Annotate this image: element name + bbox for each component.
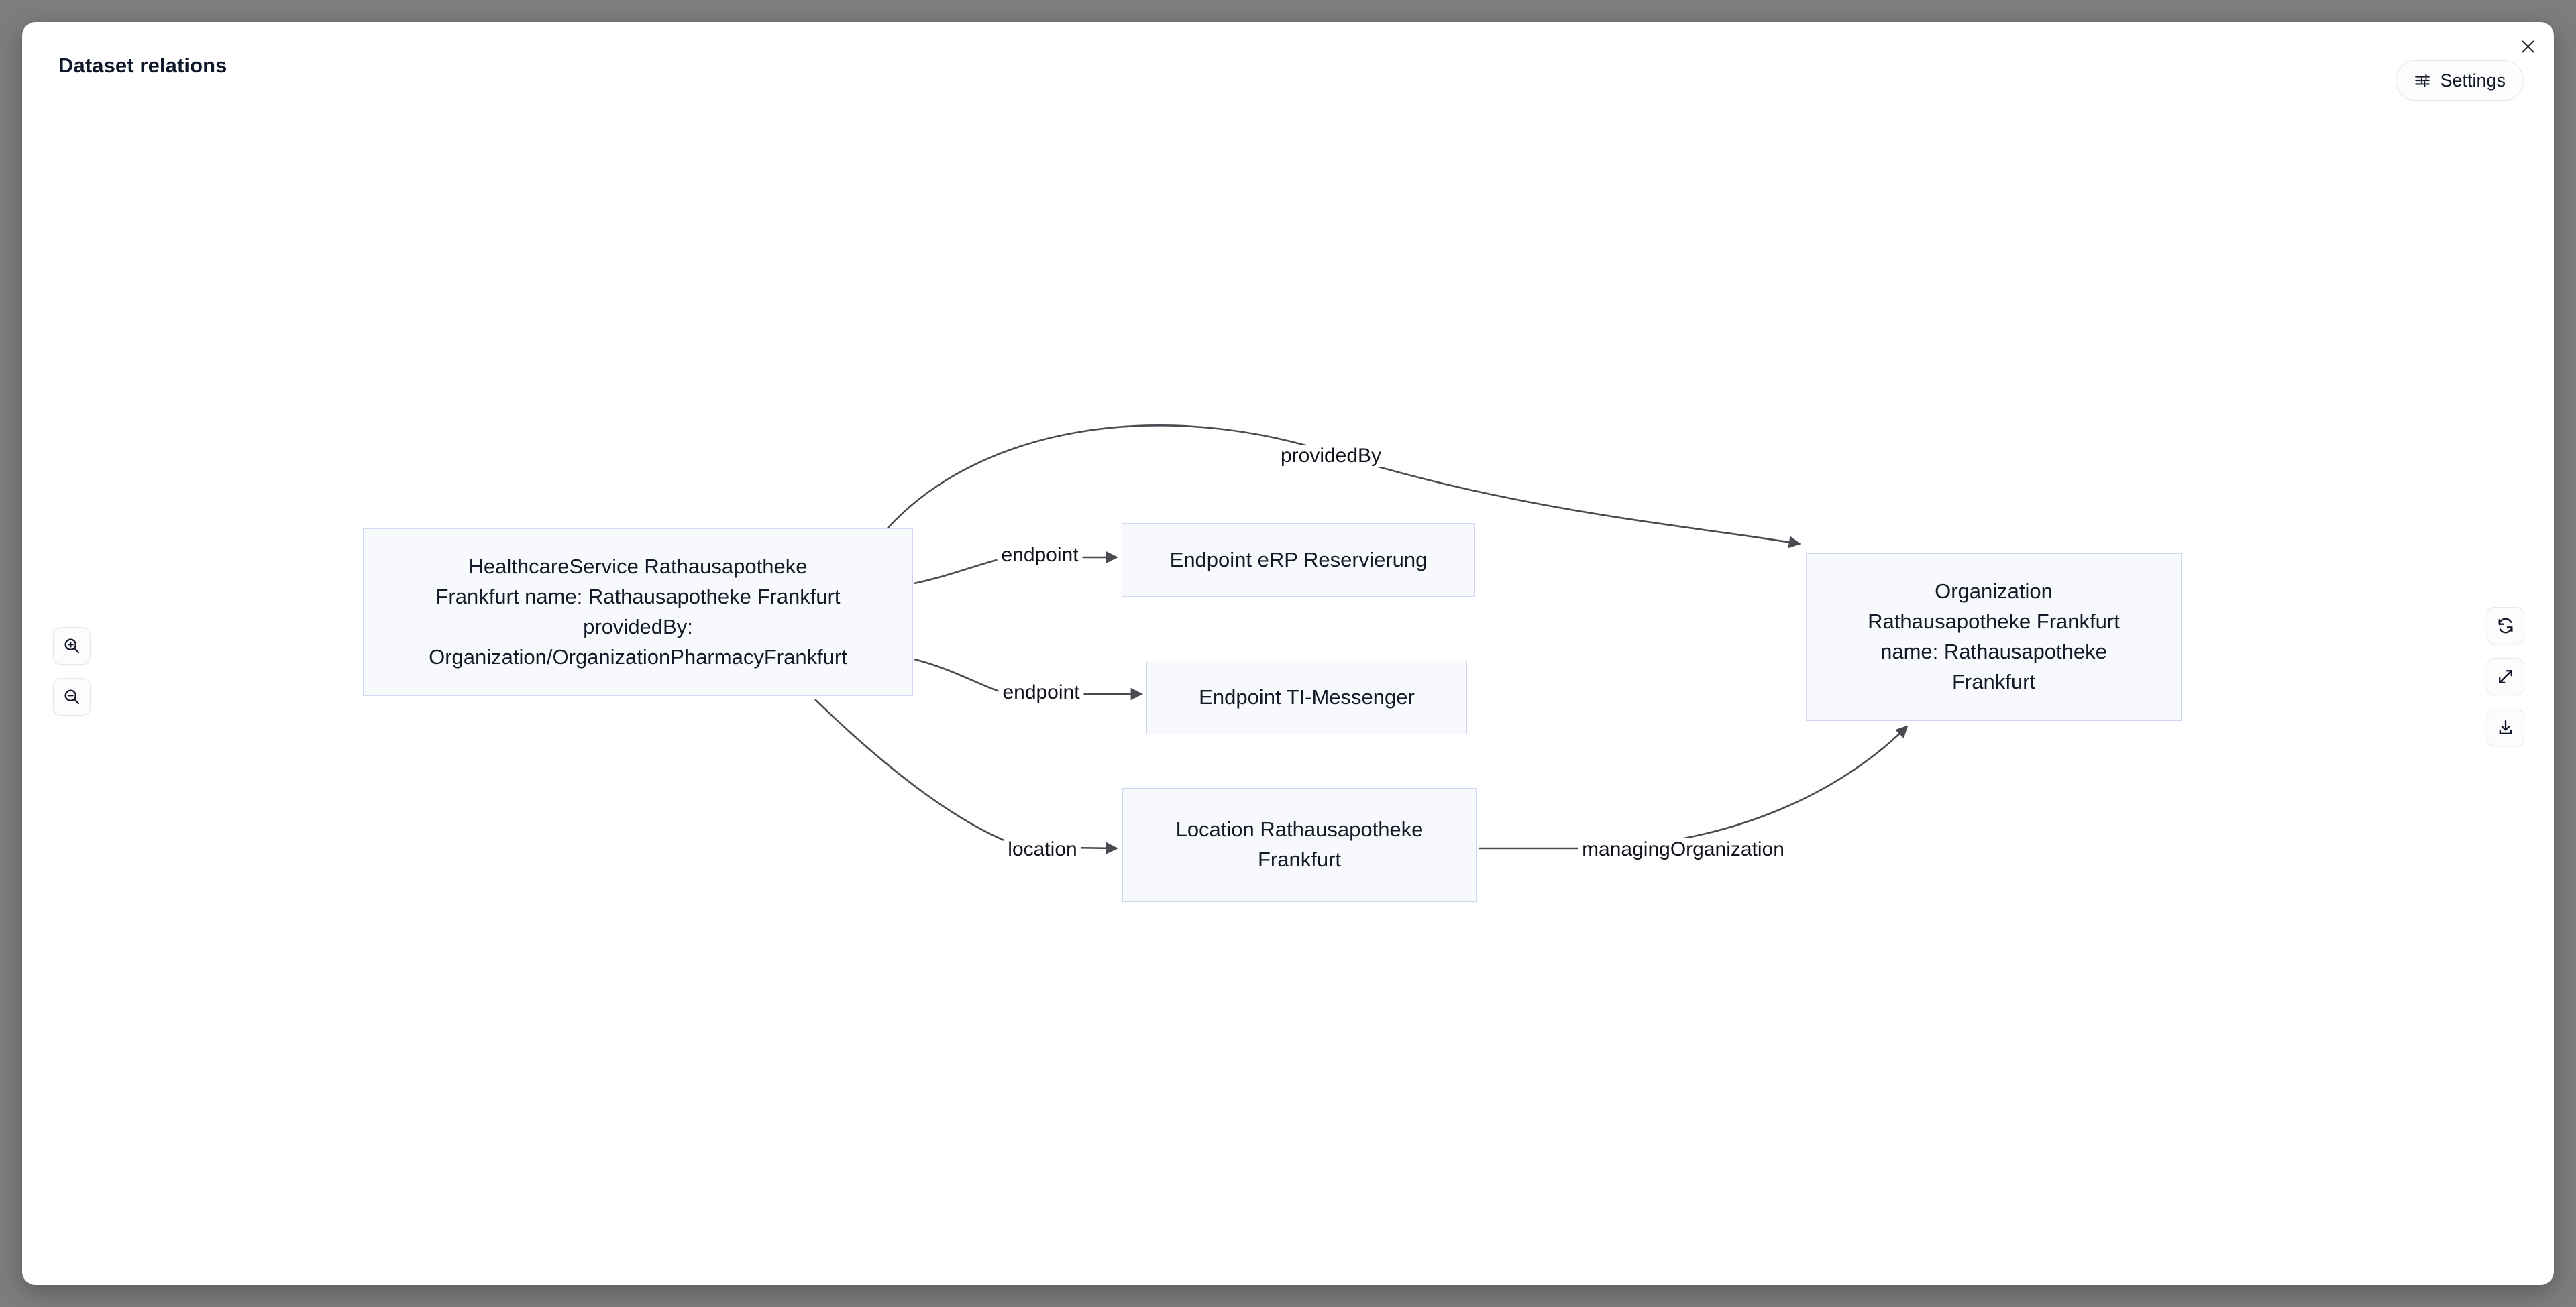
graph-node-endpoint-ti[interactable]: Endpoint TI-Messenger [1146, 661, 1467, 734]
zoom-out-button[interactable] [53, 678, 91, 716]
dataset-relations-dialog: Dataset relations Settings [22, 22, 2554, 1285]
close-icon [2519, 38, 2537, 56]
fullscreen-button[interactable] [2487, 658, 2524, 695]
download-icon [2496, 718, 2515, 737]
edge-endpoint-1 [914, 551, 1118, 585]
graph-canvas[interactable]: HealthcareService Rathausapotheke Frankf… [22, 109, 2554, 1285]
graph-node-label: Organization Rathausapotheke Frankfurt n… [1868, 579, 2120, 693]
zoom-in-button[interactable] [53, 627, 91, 665]
sliders-icon [2414, 72, 2431, 89]
close-button[interactable] [2509, 27, 2546, 65]
reset-button[interactable] [2487, 607, 2524, 644]
graph-node-endpoint-erp[interactable]: Endpoint eRP Reservierung [1122, 523, 1475, 597]
dialog-header: Dataset relations Settings [22, 22, 2554, 109]
settings-button[interactable]: Settings [2396, 60, 2524, 101]
graph-node-location[interactable]: Location Rathausapotheke Frankfurt [1122, 788, 1477, 902]
edge-endpoint-2 [914, 658, 1143, 701]
graph-node-label: Location Rathausapotheke Frankfurt [1175, 817, 1424, 871]
download-button[interactable] [2487, 709, 2524, 746]
zoom-out-icon [62, 687, 81, 706]
graph-node-label: Endpoint eRP Reservierung [1169, 547, 1428, 571]
graph-node-label: Endpoint TI-Messenger [1199, 685, 1415, 709]
edge-managingorg [1479, 725, 1909, 850]
edge-location [814, 699, 1118, 854]
refresh-icon [2496, 616, 2515, 635]
graph-node-label: HealthcareService Rathausapotheke Frankf… [429, 555, 847, 669]
page-title: Dataset relations [58, 54, 227, 77]
graph-node-healthcareservice[interactable]: HealthcareService Rathausapotheke Frankf… [363, 528, 913, 696]
settings-button-label: Settings [2440, 70, 2506, 91]
expand-icon [2496, 667, 2515, 686]
zoom-in-icon [62, 636, 81, 655]
graph-node-organization[interactable]: Organization Rathausapotheke Frankfurt n… [1806, 553, 2182, 721]
